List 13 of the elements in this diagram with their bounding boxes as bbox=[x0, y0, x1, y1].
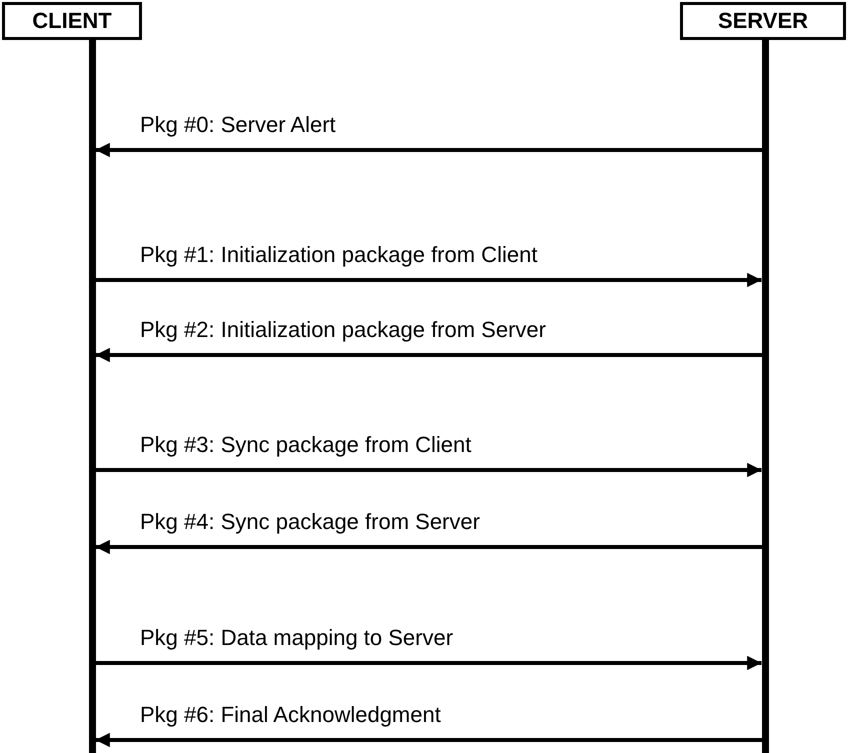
participant-box: SERVER bbox=[680, 2, 846, 40]
edge-label: Pkg #3: Sync package from Client bbox=[140, 432, 472, 458]
arrow bbox=[96, 540, 765, 554]
participant-box: CLIENT bbox=[2, 2, 142, 40]
arrow bbox=[96, 142, 765, 158]
edge-label: Pkg #4: Sync package from Server bbox=[140, 509, 480, 535]
edge-label: Pkg #2: Initialization package from Server bbox=[140, 317, 546, 343]
arrow bbox=[96, 348, 765, 362]
edge-label: Pkg #6: Final Acknowledgment bbox=[140, 702, 441, 728]
edge-label: Pkg #0: Server Alert bbox=[140, 112, 336, 138]
edge-label: Pkg #1: Initialization package from Client bbox=[140, 242, 538, 268]
arrow bbox=[96, 732, 765, 748]
edge-label: Pkg #5: Data mapping to Server bbox=[140, 625, 454, 651]
